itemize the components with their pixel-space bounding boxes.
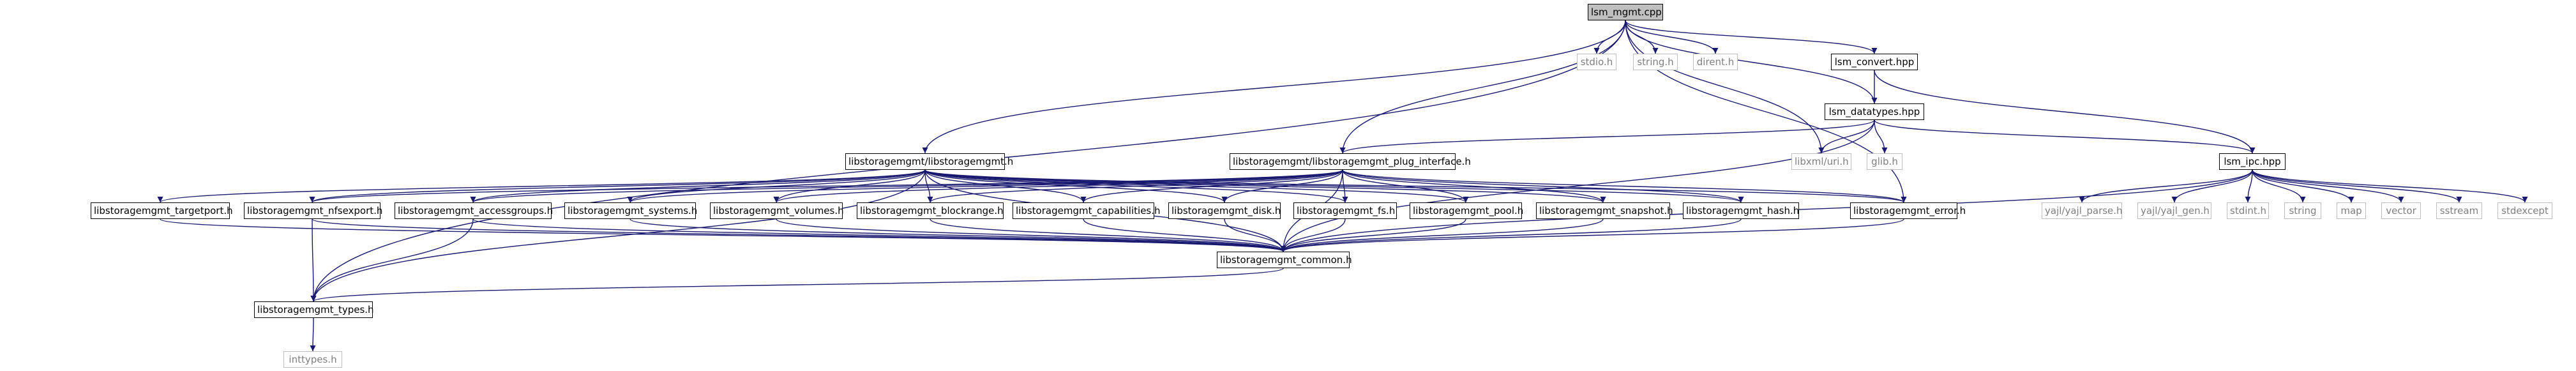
- edge-lsm_ipc-to-map: [2252, 169, 2354, 203]
- node-lsm-convert-hpp[interactable]: lsm_convert.hpp: [1831, 54, 1918, 70]
- node-targetport-h[interactable]: libstoragemgmt_targetport.h: [91, 202, 233, 219]
- edge-lsm_datatypes-to-plug_interface: [1339, 119, 1875, 154]
- edge-libstoragemgmt-to-error: [924, 169, 1907, 203]
- edge-root-to-lsm_convert: [1625, 20, 1878, 54]
- edge-libstoragemgmt-to-accessgroups: [470, 169, 926, 203]
- edge-plug_interface-to-nfsexport: [310, 169, 1343, 203]
- edge-plug_interface-to-blockrange: [927, 169, 1343, 203]
- node-map: map: [2337, 202, 2366, 219]
- edge-root-to-libxml_uri: [1625, 20, 1825, 154]
- edge-root-to-string_h: [1625, 20, 1659, 54]
- edge-plug_interface-to-disk: [1221, 169, 1343, 203]
- edge-capabilities-to-common: [1083, 218, 1286, 252]
- edge-plug_interface-to-capabilities: [1080, 169, 1343, 203]
- node-yajl-parse-h: yajl/yajl_parse.h: [2042, 202, 2123, 219]
- edge-error-to-common: [1280, 218, 1904, 252]
- node-string-h: string.h: [1633, 54, 1678, 70]
- node-disk-h[interactable]: libstoragemgmt_disk.h: [1168, 202, 1281, 219]
- edge-targetport-to-common: [160, 218, 1286, 252]
- edge-lsm_ipc-to-string: [2252, 169, 2306, 203]
- edge-accessgroups-to-types: [310, 218, 474, 302]
- edge-common-to-types: [310, 268, 1284, 302]
- edge-blockrange-to-common: [930, 218, 1286, 252]
- node-yajl-gen-h: yajl/yajl_gen.h: [2137, 202, 2211, 219]
- edge-libstoragemgmt-to-targetport: [157, 169, 926, 203]
- edge-lsm_ipc-to-vector: [2252, 169, 2404, 203]
- node-pool-h[interactable]: libstoragemgmt_pool.h: [1410, 202, 1523, 219]
- edge-volumes-to-common: [776, 218, 1286, 252]
- edge-snapshot-to-common: [1280, 218, 1604, 252]
- node-libstoragemgmt-h[interactable]: libstoragemgmt/libstoragemgmt.h: [845, 153, 1013, 170]
- edge-lsm_ipc-to-stdint: [2245, 169, 2253, 203]
- edge-lsm_datatypes-to-common: [1280, 119, 1875, 252]
- node-accessgroups-h[interactable]: libstoragemgmt_accessgroups.h: [395, 202, 553, 219]
- node-nfsexport-h[interactable]: libstoragemgmt_nfsexport.h: [244, 202, 382, 219]
- node-capabilities-h[interactable]: libstoragemgmt_capabilities.h: [1013, 202, 1161, 219]
- edge-pool-to-common: [1280, 218, 1466, 252]
- node-inttypes-h: inttypes.h: [283, 351, 342, 368]
- node-stdexcept: stdexcept: [2497, 202, 2552, 219]
- node-lsm-datatypes-hpp[interactable]: lsm_datatypes.hpp: [1825, 103, 1924, 120]
- node-systems-h[interactable]: libstoragemgmt_systems.h: [564, 202, 697, 219]
- node-string: string: [2284, 202, 2321, 219]
- edge-lsm_ipc-to-yajl_gen: [2171, 169, 2253, 203]
- edge-lsm_datatypes-to-lsm_ipc: [1874, 119, 2256, 154]
- edge-plug_interface-to-accessgroups: [470, 169, 1343, 203]
- edge-plug_interface-to-hash: [1342, 169, 1744, 203]
- node-stdio-h: stdio.h: [1577, 54, 1616, 70]
- edge-lsm_ipc-to-sstream: [2252, 169, 2462, 203]
- edge-libstoragemgmt-to-snapshot: [924, 169, 1606, 203]
- edge-libstoragemgmt-to-systems: [627, 169, 926, 203]
- node-blockrange-h[interactable]: libstoragemgmt_blockrange.h: [857, 202, 1004, 219]
- edge-libstoragemgmt-to-hash: [924, 169, 1744, 203]
- edge-systems-to-common: [629, 218, 1286, 252]
- edge-libstoragemgmt-to-types: [310, 169, 926, 302]
- edge-lsm_datatypes-to-libxml_uri: [1818, 119, 1875, 154]
- node-lsm-mgmt-cpp: lsm_mgmt.cpp: [1588, 4, 1663, 20]
- edge-plug_interface-to-snapshot: [1342, 169, 1606, 203]
- node-volumes-h[interactable]: libstoragemgmt_volumes.h: [710, 202, 844, 219]
- edge-plug_interface-to-systems: [627, 169, 1343, 203]
- node-glib-h: glib.h: [1867, 153, 1902, 170]
- edge-accessgroups-to-common: [472, 218, 1286, 252]
- edge-plug_interface-to-pool: [1342, 169, 1469, 203]
- edge-lsm_datatypes-to-glib: [1874, 119, 1888, 154]
- node-dirent-h: dirent.h: [1693, 54, 1738, 70]
- edge-nfsexport-to-types: [310, 218, 317, 302]
- node-libxml-uri-h: libxml/uri.h: [1791, 153, 1851, 170]
- edge-libstoragemgmt-to-nfsexport: [309, 169, 926, 203]
- edge-lsm_ipc-to-yajl_parse: [2079, 169, 2253, 203]
- node-fs-h[interactable]: libstoragemgmt_fs.h: [1293, 202, 1397, 219]
- node-types-h[interactable]: libstoragemgmt_types.h: [254, 301, 374, 318]
- edge-lsm_ipc-to-stdexcept: [2252, 169, 2528, 203]
- edge-lsm_convert-to-lsm_ipc: [1874, 70, 2256, 154]
- node-vector: vector: [2381, 202, 2421, 219]
- edge-plug_interface-to-error: [1342, 169, 1907, 203]
- edge-root-to-plug_interface: [1339, 20, 1626, 154]
- node-error-h[interactable]: libstoragemgmt_error.h: [1850, 202, 1966, 219]
- edge-libstoragemgmt-to-pool: [924, 169, 1469, 203]
- node-common-h[interactable]: libstoragemgmt_common.h: [1217, 252, 1352, 268]
- edge-nfsexport-to-common: [312, 218, 1286, 252]
- edge-root-to-dirent: [1625, 20, 1719, 54]
- node-hash-h[interactable]: libstoragemgmt_hash.h: [1683, 202, 1799, 219]
- edge-hash-to-common: [1280, 218, 1742, 252]
- node-sstream: sstream: [2436, 202, 2482, 219]
- node-snapshot-h[interactable]: libstoragemgmt_snapshot.h: [1536, 202, 1673, 219]
- node-lsm-ipc-hpp[interactable]: lsm_ipc.hpp: [2219, 153, 2286, 170]
- node-stdint-h: stdint.h: [2227, 202, 2269, 219]
- edge-plug_interface-to-volumes: [773, 169, 1343, 203]
- edge-root-to-lsm_datatypes: [1625, 20, 1878, 104]
- node-plug-interface-h[interactable]: libstoragemgmt/libstoragemgmt_plug_inter…: [1230, 153, 1471, 170]
- edge-root-to-libstoragemgmt: [922, 20, 1626, 154]
